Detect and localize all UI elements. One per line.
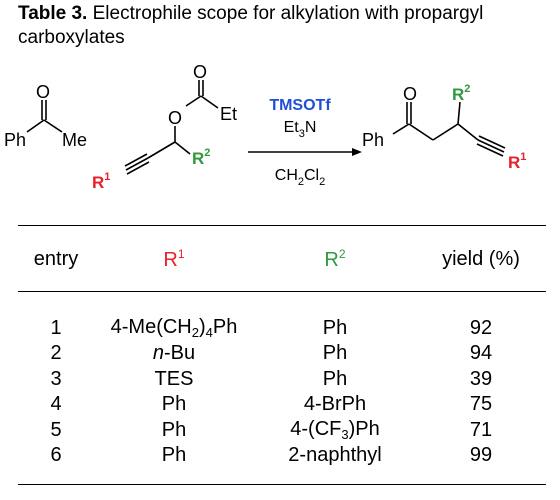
caption-label: Table 3. <box>18 3 88 24</box>
table-top-rule <box>18 225 546 226</box>
cell-r2: Ph <box>322 342 348 365</box>
product-r1-label: R1 <box>508 151 526 172</box>
product-o-label: O <box>403 84 417 104</box>
table-row: 6 Ph 2-naphthyl 99 <box>18 443 546 469</box>
cell-r1: TES <box>154 367 194 390</box>
table-header-row: entry R1 R2 yield (%) <box>18 228 546 290</box>
cell-yield: 92 <box>469 316 493 339</box>
cell-r1: Ph <box>161 418 187 441</box>
cell-r1: n-Bu <box>152 342 196 365</box>
cell-entry: 2 <box>50 342 62 365</box>
cell-r1: Ph <box>161 444 187 467</box>
table-row: 5 Ph 4-(CF3)Ph 71 <box>18 418 546 444</box>
reagent-tmsotf: TMSOTf <box>269 97 331 114</box>
cell-r1: Ph <box>161 393 187 416</box>
table-header-rule <box>18 291 546 292</box>
propargyl-ester-structure <box>124 80 219 175</box>
cell-r1: 4-Me(CH2)4Ph <box>110 316 238 341</box>
cell-entry: 6 <box>50 444 62 467</box>
cell-yield: 71 <box>469 418 493 441</box>
cell-r2: Ph <box>322 367 348 390</box>
ketone-me-label: Me <box>62 130 87 150</box>
ester-o-label: O <box>168 108 182 128</box>
cell-yield: 99 <box>469 444 493 467</box>
cell-r2: Ph <box>322 316 348 339</box>
cell-entry: 5 <box>50 418 62 441</box>
header-entry: entry <box>33 247 79 270</box>
table-caption: Table 3. Electrophile scope for alkylati… <box>18 2 548 50</box>
scope-table: entry R1 R2 yield (%) 1 4-Me(CH2)4Ph Ph … <box>18 228 546 469</box>
cell-entry: 1 <box>50 316 62 339</box>
reagent-et3n: Et3N <box>284 119 317 140</box>
table-row: 1 4-Me(CH2)4Ph Ph 92 <box>18 316 546 342</box>
cell-yield: 75 <box>469 393 493 416</box>
ketone-o-label: O <box>36 82 50 102</box>
acetophenone-structure <box>26 100 63 133</box>
cell-r2: 2-naphthyl <box>288 444 382 467</box>
cell-r2: 4-BrPh <box>303 393 367 416</box>
reaction-arrow <box>248 148 362 156</box>
header-r1: R1 <box>163 246 185 271</box>
product-ph-label: Ph <box>362 130 384 150</box>
caption-text: Electrophile scope for alkylation with p… <box>18 3 484 48</box>
table-bottom-rule <box>18 484 546 485</box>
cell-entry: 3 <box>50 367 62 390</box>
ester-o-carbonyl: O <box>193 62 207 82</box>
ester-r2-label: R2 <box>192 147 210 168</box>
cell-yield: 94 <box>469 342 493 365</box>
table-row: 4 Ph 4-BrPh 75 <box>18 392 546 418</box>
table-spacer <box>18 290 546 316</box>
product-r2-label: R2 <box>452 83 470 104</box>
cell-r2: 4-(CF3)Ph <box>290 418 380 443</box>
ketone-ph-label: Ph <box>4 130 26 150</box>
header-r2: R2 <box>324 246 346 271</box>
reaction-scheme: O Ph Me O O Et R2 R1 TMSOTf Et3N CH2Cl2 <box>4 62 526 192</box>
product-structure <box>392 101 506 157</box>
cell-yield: 39 <box>469 367 493 390</box>
ester-r1-label: R1 <box>92 171 110 192</box>
solvent-ch2cl2: CH2Cl2 <box>275 167 325 188</box>
cell-entry: 4 <box>50 393 62 416</box>
table-row: 3 TES Ph 39 <box>18 367 546 393</box>
header-yield: yield (%) <box>442 247 520 270</box>
ester-et-label: Et <box>220 104 237 124</box>
table-row: 2 n-Bu Ph 94 <box>18 341 546 367</box>
